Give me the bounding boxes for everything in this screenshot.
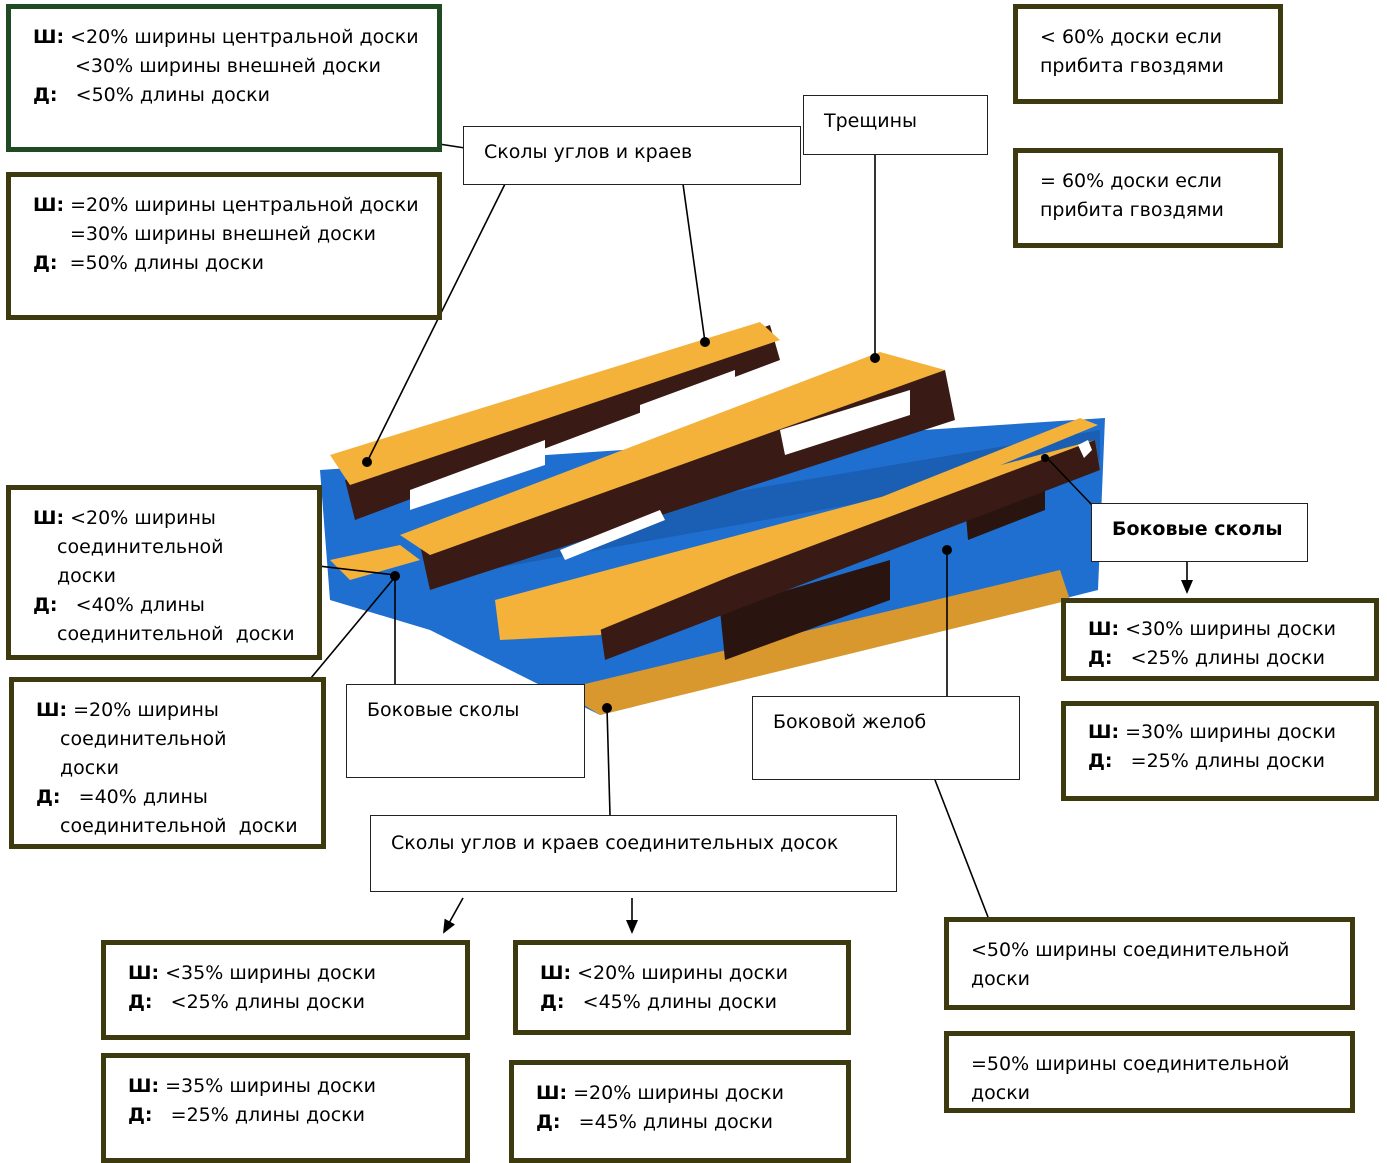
length-prefix: Д: bbox=[33, 84, 58, 106]
criteria-box-bottom-a-equal: Ш: =35% ширины доски Д: =25% длины доски bbox=[101, 1053, 470, 1163]
label-connector-board-chips: Сколы углов и краев соединительных досок bbox=[370, 815, 897, 892]
label-cracks: Трещины bbox=[803, 95, 988, 155]
criteria-box-side-chips-less: Ш: <20% ширины соединительной доски Д: <… bbox=[6, 485, 322, 660]
label-side-chips-right: Боковые сколы bbox=[1091, 503, 1308, 562]
criteria-box-side-chips-equal: Ш: =20% ширины соединительной доски Д: =… bbox=[9, 677, 326, 849]
pallet-top-board-2 bbox=[400, 352, 945, 555]
length-prefix: Д: bbox=[33, 252, 58, 274]
criteria-box-bottom-a-less: Ш: <35% ширины доски Д: <25% длины доски bbox=[101, 940, 470, 1040]
criteria-box-groove-equal: =50% ширины соединительной доски bbox=[944, 1031, 1355, 1113]
criteria-box-bottom-b-equal: Ш: =20% ширины доски Д: =45% длины доски bbox=[509, 1060, 851, 1163]
width-prefix: Ш: bbox=[33, 26, 65, 48]
label-corner-edge-chips: Сколы углов и краев bbox=[463, 126, 801, 185]
label-side-groove: Боковой желоб bbox=[752, 696, 1020, 780]
criteria-box-right-side-chips-equal: Ш: =30% ширины доски Д: =25% длины доски bbox=[1061, 701, 1379, 801]
criteria-box-cracks-equal: = 60% доски если прибита гвоздями bbox=[1013, 148, 1283, 248]
pallet-opening-front bbox=[720, 560, 890, 660]
criteria-box-bottom-b-less: Ш: <20% ширины доски Д: <45% длины доски bbox=[513, 940, 851, 1035]
pallet-illustration bbox=[320, 322, 1105, 715]
criteria-box-groove-less: <50% ширины соединительной доски bbox=[944, 917, 1355, 1010]
criteria-box-cracks-less: < 60% доски если прибита гвоздями bbox=[1013, 4, 1283, 104]
pallet-top-board-3 bbox=[585, 418, 1098, 630]
anchor-dots bbox=[362, 337, 1049, 713]
criteria-box-right-side-chips-less: Ш: <30% ширины доски Д: <25% длины доски bbox=[1061, 598, 1379, 681]
label-side-chips-left: Боковые сколы bbox=[346, 684, 585, 778]
criteria-box-corner-chips-equal: Ш: =20% ширины центральной доски =30% ши… bbox=[6, 172, 442, 320]
criteria-box-corner-chips-less: Ш: <20% ширины центральной доски <30% ши… bbox=[6, 4, 442, 152]
pallet-top-board-1 bbox=[330, 322, 780, 485]
width-prefix: Ш: bbox=[33, 194, 65, 216]
